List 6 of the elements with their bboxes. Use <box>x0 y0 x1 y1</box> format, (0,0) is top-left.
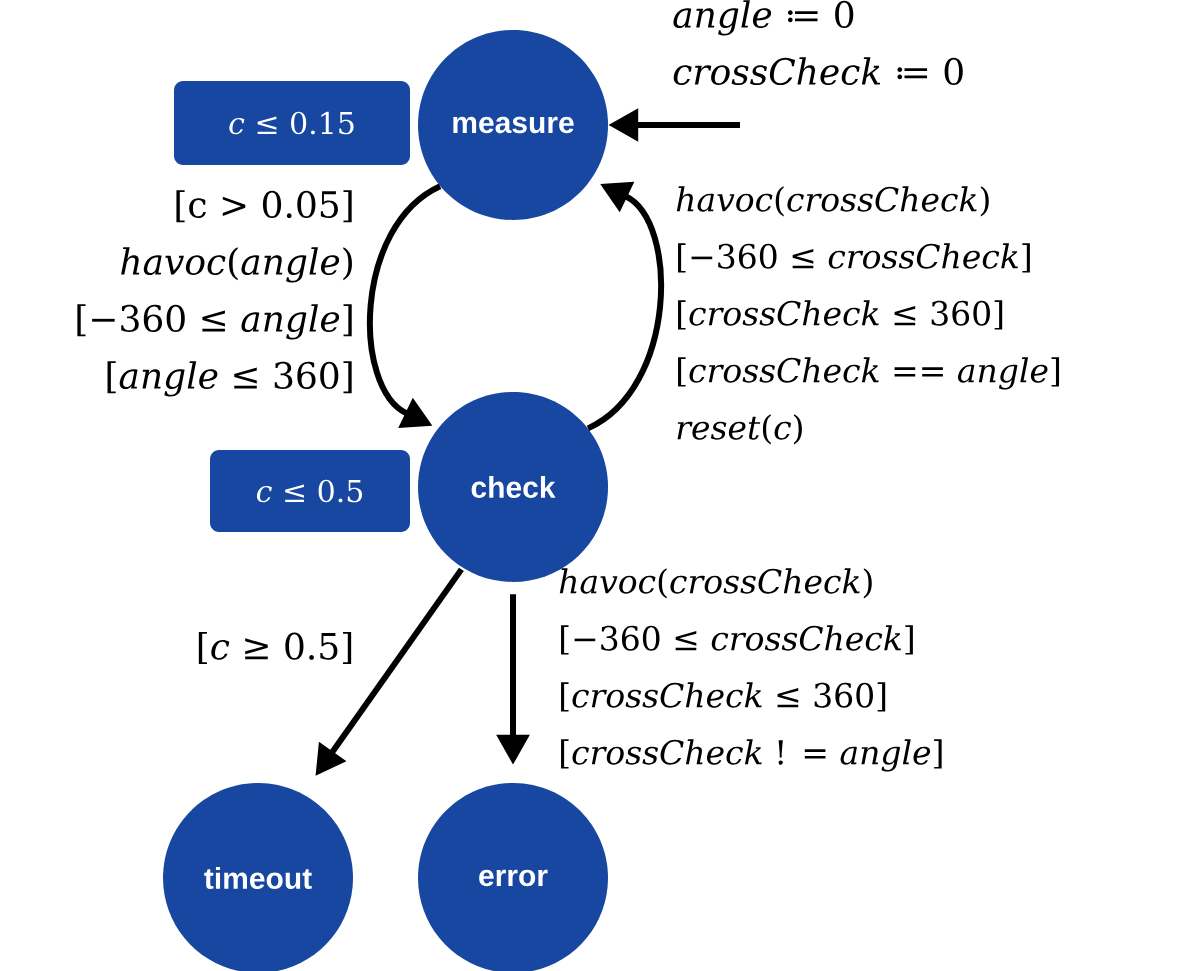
edge-label: [c ≥ 0.5] <box>198 631 352 665</box>
edge-label: [c > 0.05] havoc(angle) [−360 ≤ angle] [angle ≤ 360] <box>77 190 352 397</box>
invariant-box: c ≤ 0.15 <box>174 81 410 165</box>
edge-label: havoc(crossCheck) [−360 ≤ crossCheck] [crossCheck ≤ 360] [crossCheck == angle] reset(c) <box>676 186 1060 445</box>
invariant-box: c ≤ 0.5 <box>210 450 410 532</box>
edge-label: angle ≔ 0 crossCheck ≔ 0 <box>673 0 963 86</box>
